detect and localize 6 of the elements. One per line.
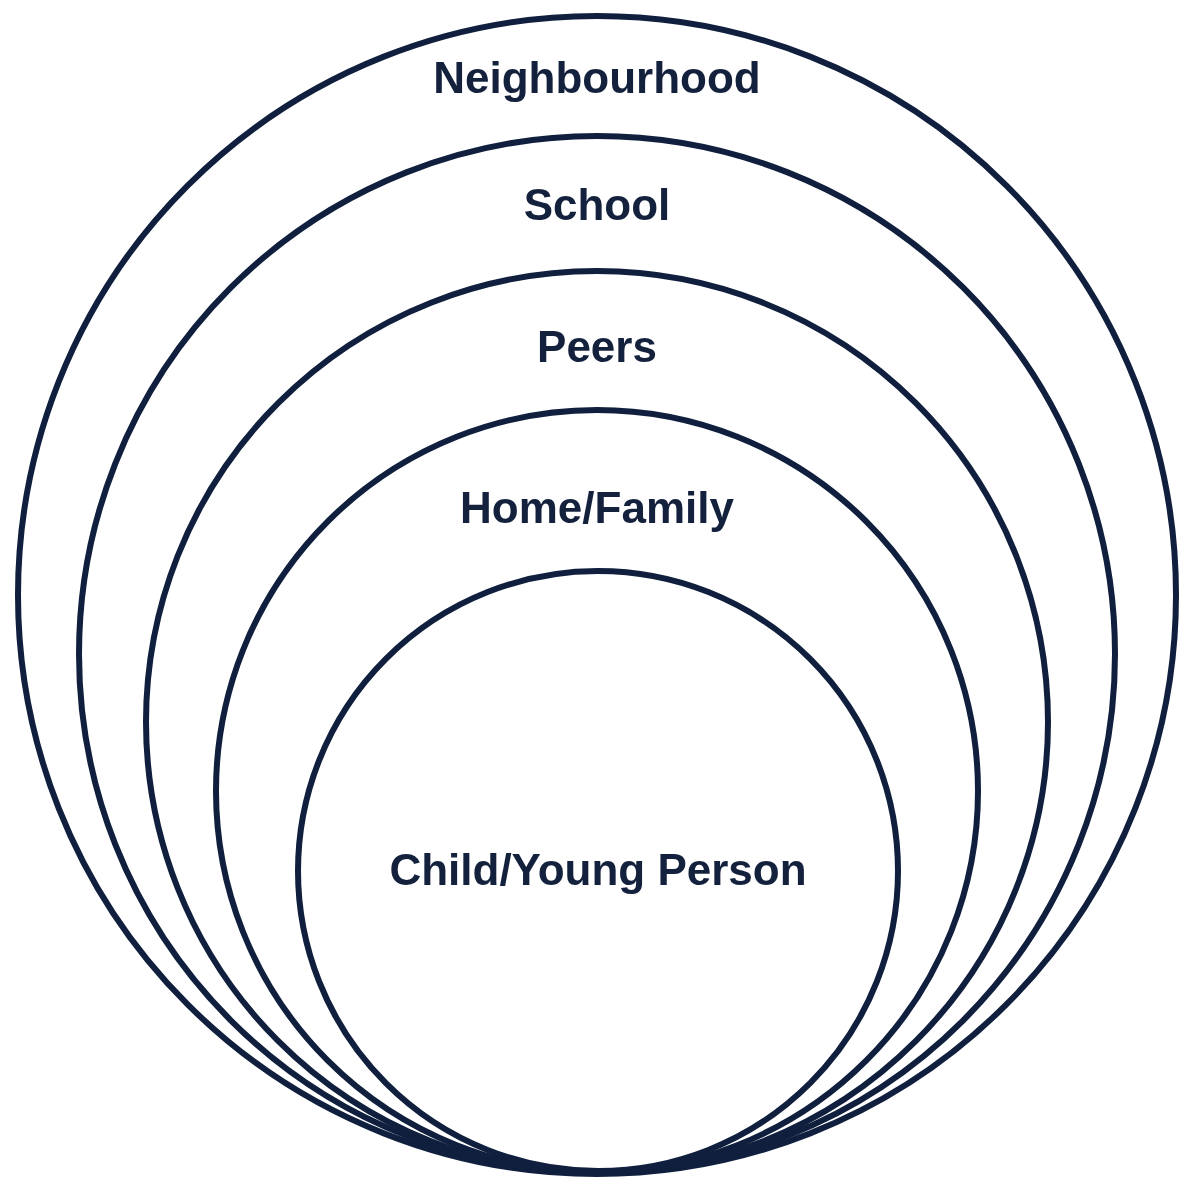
circle-region: [15, 13, 1179, 1177]
region-label: Peers: [537, 322, 657, 372]
region-label: Neighbourhood: [433, 53, 761, 103]
region-label: Home/Family: [460, 483, 734, 533]
region-label: School: [523, 180, 671, 230]
region-label: Child/Young Person: [389, 845, 807, 895]
